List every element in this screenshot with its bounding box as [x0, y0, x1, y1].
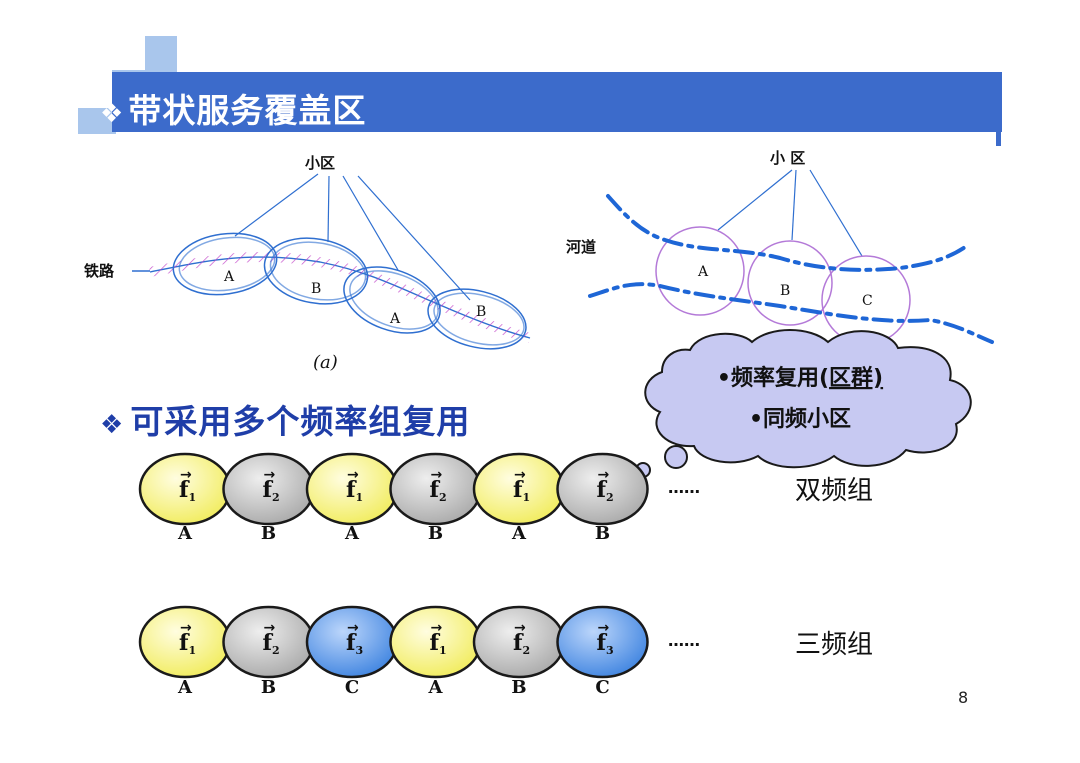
page-number: 8	[958, 688, 969, 707]
river-diagram: 小 区 河道 A B C	[566, 149, 994, 345]
river-cell-name: C	[862, 293, 873, 309]
continuation-dots: ……	[668, 478, 700, 497]
cloud-callout: •频率复用(区群) •同频小区	[613, 329, 972, 483]
cell-letter: A	[428, 677, 444, 698]
frequency-cell: f1→A	[138, 452, 232, 544]
vector-arrow-icon: →	[431, 467, 443, 483]
cloud-line1: •频率复用(区群)	[717, 365, 883, 391]
section-heading: ❖可采用多个频率组复用	[100, 395, 470, 443]
frequency-cell: f1→A	[389, 605, 482, 698]
row2-name: 三频组	[795, 630, 873, 660]
vector-arrow-icon: →	[180, 467, 192, 483]
railway-cell-name: B	[311, 281, 321, 297]
river-cell-name: A	[697, 264, 709, 280]
river-banks	[588, 194, 994, 344]
frequency-cell: f2→B	[472, 605, 566, 698]
cloud-line1-underlined: 区群)	[829, 365, 883, 391]
frequency-cell: f3→C	[305, 605, 399, 698]
frequency-cell: f2→B	[222, 452, 315, 544]
frequency-cell: f2→B	[222, 605, 315, 698]
decor-square-bottom	[78, 108, 116, 134]
vector-arrow-icon: →	[431, 620, 443, 636]
title-bar-edge	[996, 132, 1001, 146]
cloud-line2: •同频小区	[749, 407, 851, 432]
river-cell-label: 小 区	[770, 149, 805, 167]
frequency-cell: f2→B	[389, 452, 482, 544]
cell-letter: B	[261, 677, 276, 698]
vector-arrow-icon: →	[264, 467, 276, 483]
decor-square-top	[145, 36, 177, 76]
railway-cell-name: A	[223, 269, 235, 285]
cell-letter: B	[511, 677, 526, 698]
vector-arrow-icon: →	[598, 467, 610, 483]
vector-arrow-icon: →	[347, 620, 359, 636]
cell-letter: B	[428, 523, 443, 544]
row1-name: 双频组	[795, 476, 873, 506]
railway-label: 铁路	[84, 262, 115, 280]
frequency-cell: f1→A	[138, 605, 232, 698]
three-frequency-row: f1→Af2→Bf3→Cf1→Af2→Bf3→C……	[138, 605, 700, 698]
river-label: 河道	[566, 238, 596, 256]
cell-letter: A	[177, 677, 193, 698]
railway-cell-name: B	[476, 304, 486, 320]
railway-cell-label: 小区	[305, 154, 335, 172]
slide-title-text: 带状服务覆盖区	[128, 91, 367, 130]
diamond-bullet-icon: ❖	[100, 410, 125, 440]
vector-arrow-icon: →	[180, 620, 192, 636]
section-heading-text: 可采用多个频率组复用	[130, 402, 471, 441]
continuation-dots: ……	[668, 631, 700, 650]
slide-title: ❖带状服务覆盖区	[100, 84, 367, 130]
cell-letter: B	[261, 523, 276, 544]
frequency-cell: f3→C	[556, 605, 649, 698]
cell-letter: C	[595, 677, 609, 698]
frequency-cell: f2→B	[556, 452, 649, 544]
cell-letter: C	[345, 677, 359, 698]
title-bar	[112, 72, 1002, 132]
cell-letter: B	[595, 523, 610, 544]
two-frequency-row: f1→Af2→Bf1→Af2→Bf1→Af2→B……	[138, 452, 700, 544]
vector-arrow-icon: →	[264, 620, 276, 636]
diagram-caption: (a)	[313, 352, 338, 373]
railway-cells	[172, 232, 527, 350]
railway-pointer-lines	[234, 173, 471, 301]
railway-cell-name: A	[389, 311, 401, 327]
frequency-cell: f1→A	[305, 452, 399, 544]
cell-letter: A	[344, 523, 360, 544]
vector-arrow-icon: →	[514, 467, 526, 483]
cell-letter: A	[177, 523, 193, 544]
diamond-bullet-icon: ❖	[100, 99, 125, 129]
vector-arrow-icon: →	[598, 620, 610, 636]
railway-diagram: 小区 铁路 A B A B (a)	[84, 154, 532, 373]
vector-arrow-icon: →	[514, 620, 526, 636]
railway-track-hatch	[149, 251, 532, 343]
cloud-line1-prefix: •频率复用(	[717, 365, 829, 391]
vector-arrow-icon: →	[347, 467, 359, 483]
river-cell-name: B	[780, 283, 790, 299]
frequency-cell: f1→A	[472, 452, 566, 544]
river-pointer-lines	[717, 169, 863, 257]
cell-letter: A	[511, 523, 527, 544]
